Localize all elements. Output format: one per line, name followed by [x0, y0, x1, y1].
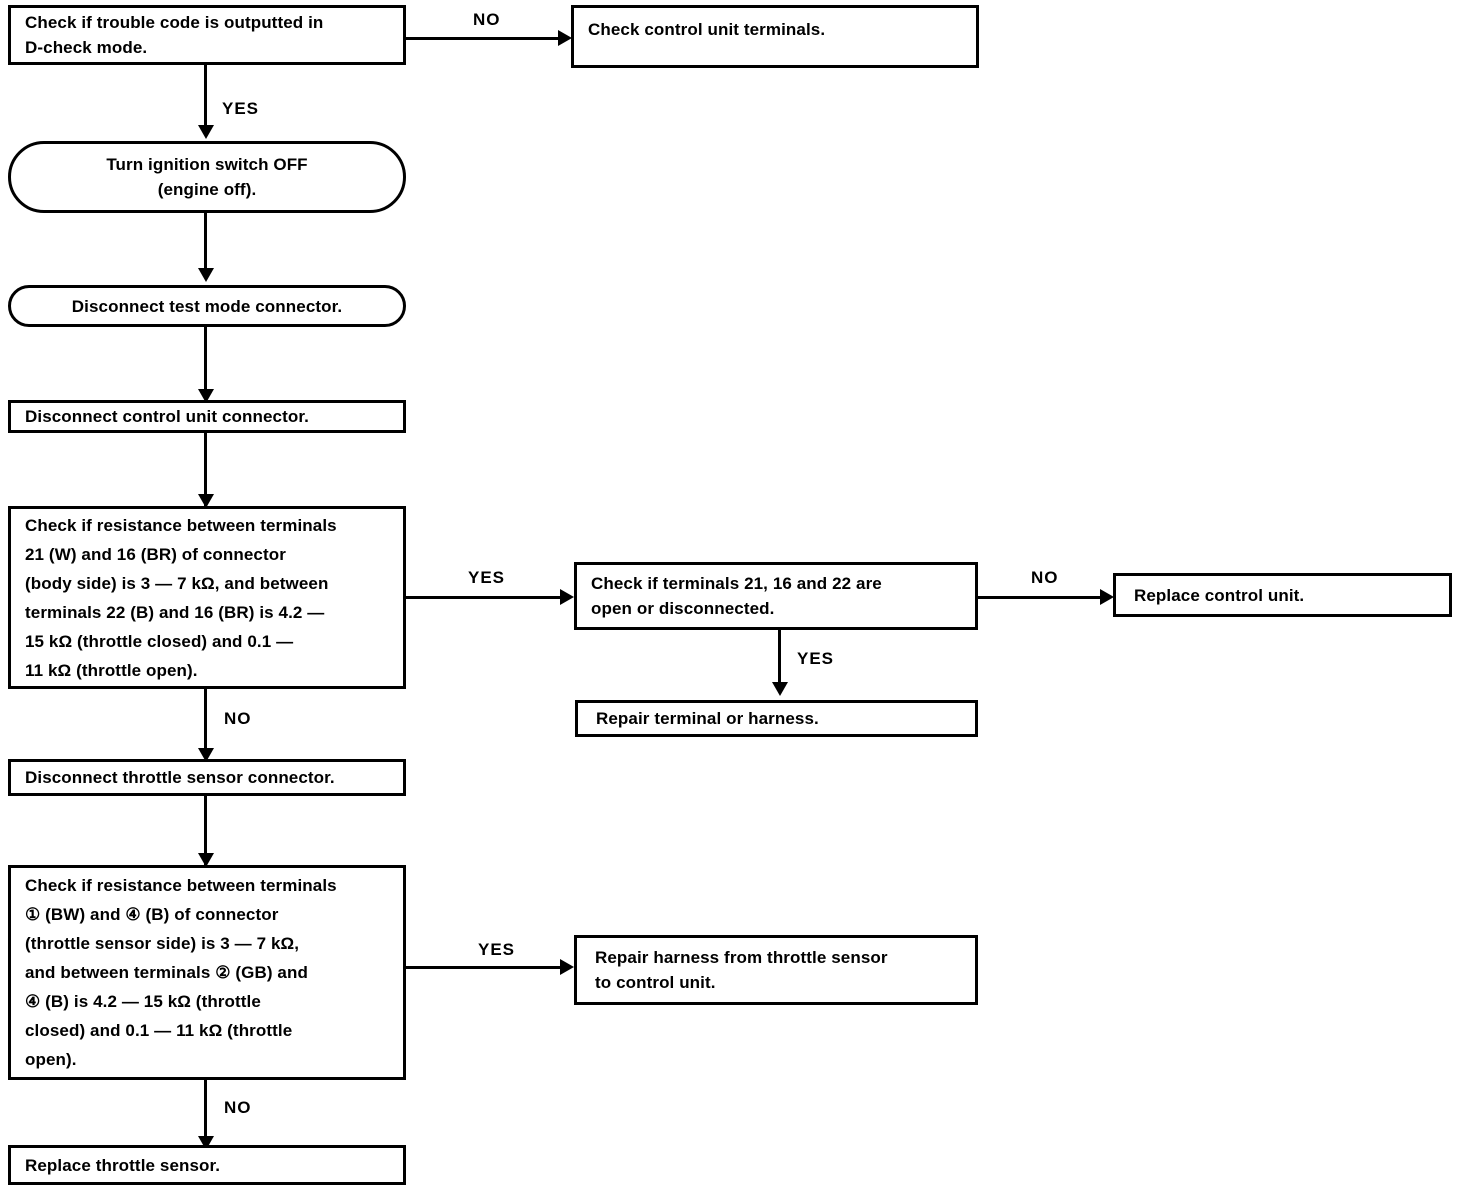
edge-trouble-code-no-arrow: [558, 30, 572, 46]
edge-label-resistance-sensor-no: NO: [224, 1098, 252, 1117]
edge-testmode-to-cuconnector-arrow: [198, 389, 214, 403]
edge-resistance-sensor-yes-arrow: [560, 959, 574, 975]
node-repair-harness-throttle-to-control-unit[interactable]: Repair harness from throttle sensor to c…: [574, 935, 978, 1005]
node-check-trouble-code-label: Check if trouble code is outputted in D-…: [25, 13, 324, 57]
edge-resistance-body-no-line: [204, 689, 207, 755]
node-replace-control-unit[interactable]: Replace control unit.: [1113, 573, 1452, 617]
node-check-resistance-sensor-side-label: Check if resistance between terminals ① …: [25, 876, 337, 1069]
edge-terminals-open-yes-line: [778, 630, 781, 688]
edge-label-terminals-open-no: NO: [1031, 568, 1059, 587]
edge-throttleconn-to-resistance-arrow: [198, 853, 214, 867]
edge-throttleconn-to-resistance-line: [204, 796, 207, 866]
node-replace-throttle-sensor-label: Replace throttle sensor.: [25, 1155, 221, 1175]
edge-trouble-code-yes-line: [204, 65, 207, 131]
node-check-terminals-open-label: Check if terminals 21, 16 and 22 are ope…: [591, 574, 882, 618]
edge-ignition-to-testmode-arrow: [198, 268, 214, 282]
edge-label-resistance-sensor-yes: YES: [478, 940, 516, 959]
edge-label-resistance-body-yes: YES: [468, 568, 506, 587]
edge-ignition-to-testmode-line: [204, 213, 207, 275]
node-disconnect-control-unit-connector[interactable]: Disconnect control unit connector.: [8, 400, 406, 433]
edge-resistance-body-no-arrow: [198, 748, 214, 762]
edge-label-trouble-code-yes: YES: [222, 99, 260, 118]
node-replace-throttle-sensor[interactable]: Replace throttle sensor.: [8, 1145, 406, 1185]
node-turn-ignition-off-label: Turn ignition switch OFF (engine off).: [106, 155, 308, 199]
node-disconnect-test-mode-connector[interactable]: Disconnect test mode connector.: [8, 285, 406, 327]
node-check-resistance-body-side-label: Check if resistance between terminals 21…: [25, 515, 337, 680]
edge-label-terminals-open-yes: YES: [797, 649, 835, 668]
node-repair-terminal-or-harness-label: Repair terminal or harness.: [596, 709, 819, 728]
node-check-trouble-code[interactable]: Check if trouble code is outputted in D-…: [8, 5, 406, 65]
edge-resistance-sensor-yes-line: [406, 966, 560, 969]
node-check-control-unit-terminals[interactable]: Check control unit terminals.: [571, 5, 979, 68]
edge-terminals-open-no-arrow: [1100, 589, 1114, 605]
node-replace-control-unit-label: Replace control unit.: [1134, 585, 1305, 605]
edge-cuconnector-to-resistance-arrow: [198, 494, 214, 508]
node-disconnect-throttle-sensor-connector[interactable]: Disconnect throttle sensor connector.: [8, 759, 406, 796]
node-turn-ignition-off[interactable]: Turn ignition switch OFF (engine off).: [8, 141, 406, 213]
edge-cuconnector-to-resistance-line: [204, 433, 207, 508]
edge-label-trouble-code-no: NO: [473, 10, 501, 29]
edge-label-resistance-body-no: NO: [224, 709, 252, 728]
node-check-terminals-open[interactable]: Check if terminals 21, 16 and 22 are ope…: [574, 562, 978, 630]
node-disconnect-test-mode-connector-label: Disconnect test mode connector.: [71, 296, 343, 316]
node-disconnect-throttle-sensor-connector-label: Disconnect throttle sensor connector.: [25, 768, 335, 787]
edge-resistance-body-yes-line: [406, 596, 560, 599]
edge-terminals-open-yes-arrow: [772, 682, 788, 696]
node-check-resistance-body-side[interactable]: Check if resistance between terminals 21…: [8, 506, 406, 689]
node-repair-terminal-or-harness[interactable]: Repair terminal or harness.: [575, 700, 978, 737]
edge-trouble-code-no-line: [406, 37, 558, 40]
edge-resistance-sensor-no-line: [204, 1080, 207, 1142]
edge-resistance-body-yes-arrow: [560, 589, 574, 605]
node-check-resistance-sensor-side[interactable]: Check if resistance between terminals ① …: [8, 865, 406, 1080]
node-check-control-unit-terminals-label: Check control unit terminals.: [588, 20, 826, 39]
edge-terminals-open-no-line: [978, 596, 1100, 599]
edge-testmode-to-cuconnector-line: [204, 327, 207, 397]
node-disconnect-control-unit-connector-label: Disconnect control unit connector.: [25, 407, 309, 426]
edge-trouble-code-yes-arrow: [198, 125, 214, 139]
node-repair-harness-throttle-to-control-unit-label: Repair harness from throttle sensor to c…: [595, 948, 888, 992]
